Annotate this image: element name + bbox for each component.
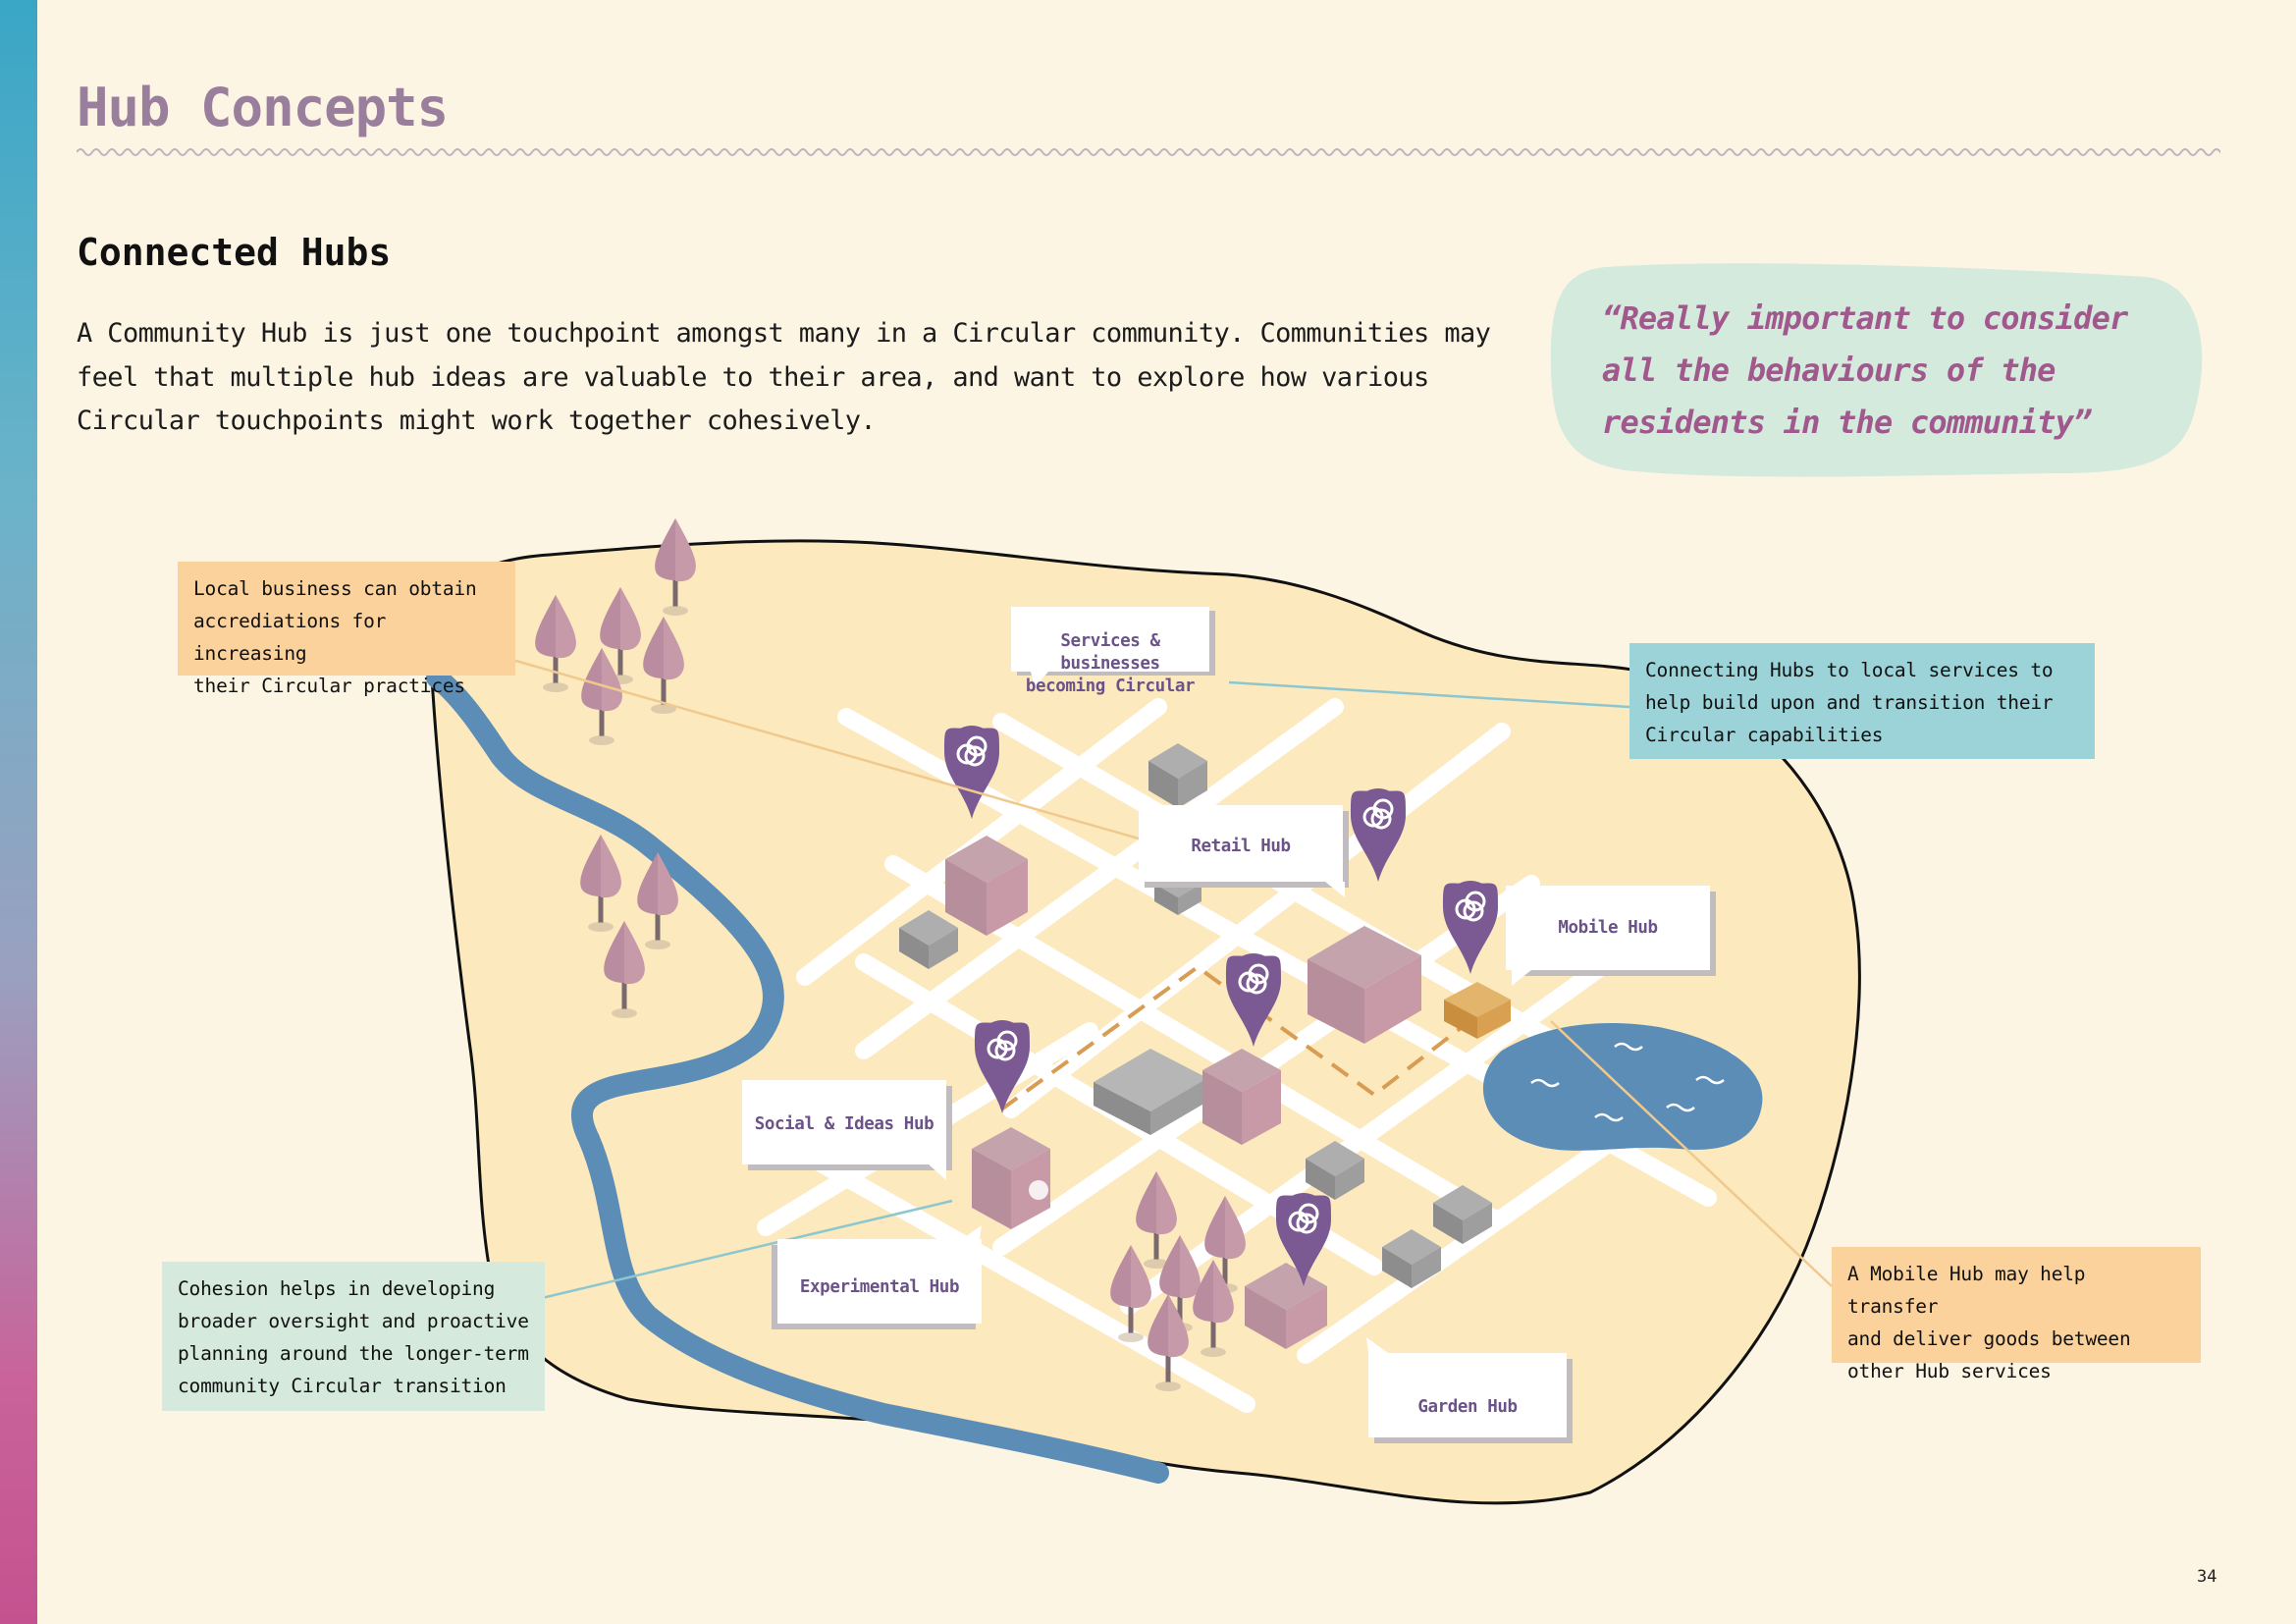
intro-line: A Community Hub is just one touchpoint a… <box>77 318 1491 349</box>
hub-label-mobile: Mobile Hub <box>1558 918 1658 938</box>
lake <box>1482 1022 1763 1151</box>
lake-waves <box>1530 1042 1725 1122</box>
quote-text: “Really important to consider all the be… <box>1602 293 2181 449</box>
intro-paragraph: A Community Hub is just one touchpoint a… <box>77 312 1500 444</box>
section-title: Connected Hubs <box>77 231 392 274</box>
page-title: Hub Concepts <box>77 77 449 138</box>
callout-local-business: Local business can obtain accrediations … <box>178 562 515 697</box>
quote-line: residents in the community” <box>1602 404 2092 441</box>
quote-bubble <box>1550 263 2203 477</box>
hub-label-garden: Garden Hub <box>1417 1397 1518 1417</box>
page-number: 34 <box>2197 1567 2217 1587</box>
side-gradient-strip <box>0 0 37 1624</box>
callout-connecting-hubs: Connecting Hubs to local services to hel… <box>1629 643 2095 759</box>
hub-cards <box>742 607 1716 1443</box>
mobile-route <box>999 964 1484 1111</box>
river <box>426 667 1169 1484</box>
connector-lines <box>505 656 1833 1300</box>
intro-line: Circular touchpoints might work together… <box>77 406 877 436</box>
wavy-divider <box>77 148 2220 156</box>
hub-label-experimental: Experimental Hub <box>799 1277 960 1297</box>
hub-label-services: Services & businesses becoming Circular <box>1025 631 1196 696</box>
quote-line: all the behaviours of the <box>1602 352 2056 389</box>
hub-label-retail: Retail Hub <box>1191 837 1291 856</box>
intro-line: feel that multiple hub ideas are valuabl… <box>77 361 1429 393</box>
hub-label-social: Social & Ideas Hub <box>754 1114 934 1134</box>
callout-cohesion: Cohesion helps in developing broader ove… <box>162 1262 545 1411</box>
hub-buildings <box>945 836 1511 1349</box>
quote-line: “Really important to consider <box>1602 299 2128 337</box>
callout-mobile-hub: A Mobile Hub may help transfer and deliv… <box>1832 1247 2201 1382</box>
